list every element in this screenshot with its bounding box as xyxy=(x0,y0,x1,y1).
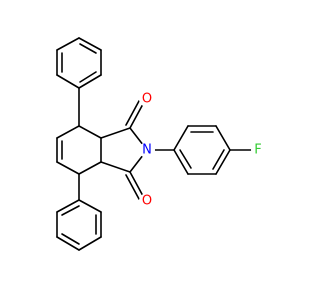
bond xyxy=(56,37,80,51)
bond xyxy=(78,161,102,175)
label-background xyxy=(139,142,155,158)
atom-label-f: F xyxy=(251,143,265,158)
bond xyxy=(173,149,189,175)
carbonyl-bond xyxy=(129,171,144,197)
bond xyxy=(215,125,231,151)
fluorophenyl-ring xyxy=(146,125,254,175)
bond xyxy=(100,127,131,139)
bond xyxy=(78,37,102,51)
top-phenyl-ring xyxy=(56,37,102,89)
label-background xyxy=(251,143,265,157)
double-bond-inner xyxy=(61,205,80,216)
label-background xyxy=(139,193,155,209)
oxygen-label: O xyxy=(142,194,152,209)
cyclohexene-ring xyxy=(56,87,102,175)
nitrogen-label: N xyxy=(142,143,152,158)
bottom-phenyl-ring xyxy=(56,173,102,251)
bond xyxy=(56,199,80,213)
double-bond-inner xyxy=(61,233,80,245)
label-background xyxy=(139,91,155,107)
bond xyxy=(100,161,131,173)
double-bond-inner xyxy=(79,71,97,83)
bond xyxy=(78,199,102,213)
bond xyxy=(56,236,80,251)
carbonyl-bond xyxy=(129,103,144,129)
atom-label-o-top: O xyxy=(139,91,155,107)
bond xyxy=(78,74,102,89)
double-bond-inner xyxy=(79,43,97,54)
carbonyl-bond xyxy=(125,100,140,126)
molecule-structure-diagram: O O N F xyxy=(56,37,265,251)
oxygen-label: O xyxy=(142,92,152,107)
double-bond-inner xyxy=(212,149,225,170)
atom-label-n: N xyxy=(139,142,155,158)
bond xyxy=(215,149,231,175)
fluorine-label: F xyxy=(254,143,261,158)
bond xyxy=(78,125,102,139)
carbonyl-bond xyxy=(125,174,140,200)
bond xyxy=(56,74,80,89)
bond xyxy=(173,125,189,151)
atom-label-o-bottom: O xyxy=(139,193,155,209)
bond xyxy=(78,236,102,251)
bond xyxy=(56,161,80,175)
bond xyxy=(56,125,80,139)
double-bond-inner xyxy=(179,149,192,169)
